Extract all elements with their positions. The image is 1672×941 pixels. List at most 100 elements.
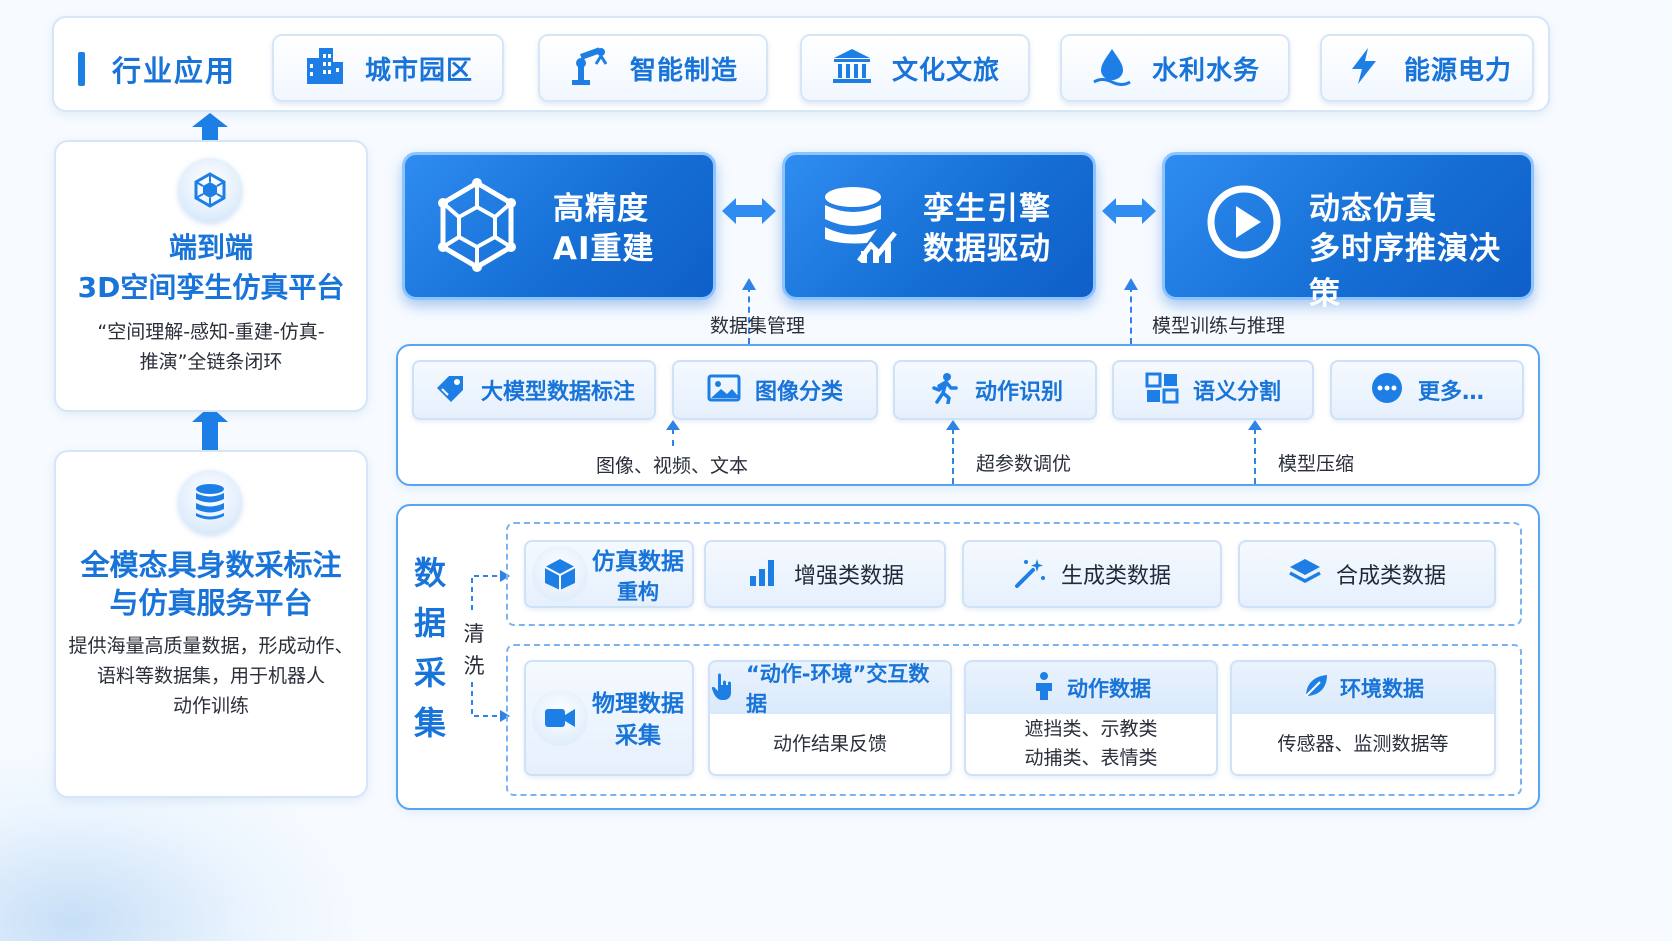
industry-title: 行业应用 [112, 54, 237, 88]
phys-item-body-line2: 动捕类、表情类 [1024, 747, 1158, 769]
tool-semantic-segmentation[interactable]: 语义分割 [1112, 360, 1314, 420]
tool-data-annotation[interactable]: 大模型数据标注 [412, 360, 656, 420]
phys-item-interaction[interactable]: “动作-环境”交互数据 动作结果反馈 [708, 660, 952, 776]
tool-label: 动作识别 [974, 380, 1063, 405]
magic-wand-icon [1013, 556, 1047, 592]
tool-image-classification[interactable]: 图像分类 [672, 360, 878, 420]
museum-icon [830, 46, 874, 90]
tool-label: 更多… [1417, 380, 1484, 405]
small-up-arrow-icon [946, 420, 960, 430]
layers-icon [1288, 556, 1322, 592]
running-person-icon [927, 372, 961, 408]
small-up-arrow-icon [1124, 278, 1138, 290]
cube-wireframe-icon [435, 177, 519, 277]
left-top-title-line1: 端到端 [168, 231, 253, 264]
industry-label: 能源电力 [1403, 55, 1512, 86]
left-bottom-title-line1: 全模态具身数采标注 [80, 548, 342, 582]
big-card-twin-engine[interactable]: 孪生引擎 数据驱动 [782, 152, 1096, 300]
more-icon [1370, 372, 1404, 408]
industry-label: 水利水务 [1151, 55, 1260, 86]
connector-line [672, 428, 674, 446]
big-card-subtitle: 数据驱动 [923, 231, 1051, 267]
up-arrow-icon [192, 113, 228, 141]
industry-card-culture-tourism[interactable]: 文化文旅 [800, 34, 1030, 102]
note-image-video-text: 图像、视频、文本 [596, 455, 749, 477]
industry-label: 智能制造 [629, 55, 738, 86]
phys-collect-label-line1: 物理数据 [592, 691, 684, 717]
leaf-icon [1302, 672, 1330, 704]
industry-card-water[interactable]: 水利水务 [1060, 34, 1290, 102]
note-model-compression: 模型压缩 [1278, 453, 1355, 475]
person-icon [1031, 671, 1057, 705]
tool-label: 语义分割 [1192, 380, 1281, 405]
phys-item-environment[interactable]: 环境数据 传感器、监测数据等 [1230, 660, 1496, 776]
industry-card-smart-manufacturing[interactable]: 智能制造 [538, 34, 768, 102]
phys-collect-card[interactable] [524, 660, 694, 776]
tool-action-recognition[interactable]: 动作识别 [893, 360, 1097, 420]
connector-line [748, 286, 750, 344]
phys-item-head: 环境数据 [1340, 677, 1424, 701]
sim-recon-label-line2: 重构 [617, 580, 659, 604]
left-bottom-desc-line2: 语料等数据集，用于机器人 [96, 665, 325, 687]
big-card-title: 孪生引擎 [923, 191, 1051, 227]
box-3d-icon [532, 546, 588, 602]
physical-data-group [506, 644, 1522, 796]
segment-icon [1145, 372, 1179, 408]
sim-recon-card[interactable] [524, 540, 694, 608]
lightning-icon [1342, 46, 1386, 90]
database-chart-icon [821, 185, 899, 269]
tag-icon [433, 372, 467, 408]
robot-arm-icon [568, 46, 612, 90]
big-card-ai-reconstruction[interactable]: 高精度 AI重建 [402, 152, 716, 300]
water-drop-icon [1090, 46, 1134, 90]
small-up-arrow-icon [666, 420, 680, 430]
left-top-desc-line1: “空间理解-感知-重建-仿真- [97, 321, 325, 343]
phys-item-body-line1: 传感器、监测数据等 [1277, 732, 1449, 755]
industry-card-city-park[interactable]: 城市园区 [272, 34, 504, 102]
connector-line [1130, 286, 1132, 344]
phys-item-action[interactable]: 动作数据 遮挡类、示教类 动捕类、表情类 [964, 660, 1218, 776]
big-card-title: 高精度 [553, 191, 649, 227]
note-model-training: 模型训练与推理 [1152, 315, 1286, 337]
industry-label: 城市园区 [364, 55, 473, 86]
phys-item-body-line1: 动作结果反馈 [772, 732, 887, 755]
wash-label: 清洗 [463, 622, 485, 678]
big-card-dynamic-simulation[interactable]: 动态仿真 多时序推演决策 [1162, 152, 1534, 312]
big-card-title: 动态仿真 [1309, 191, 1437, 227]
play-circle-icon [1205, 183, 1283, 265]
phys-item-head: 动作数据 [1067, 677, 1151, 701]
phys-item-head: “动作-环境”交互数据 [746, 662, 930, 716]
simulation-data-group [506, 522, 1522, 626]
data-collection-title: 数据采集 [413, 554, 446, 742]
video-camera-icon [532, 690, 588, 746]
left-bottom-title-line2: 与仿真服务平台 [109, 586, 313, 620]
sim-item-synthetic[interactable]: 合成类数据 [1238, 540, 1496, 608]
double-arrow-icon [1102, 198, 1156, 224]
industry-title-bar [78, 52, 85, 86]
building-icon [303, 46, 347, 90]
left-top-desc-line2: 推演”全链条闭环 [139, 351, 283, 373]
double-arrow-icon [722, 198, 776, 224]
bar-chart-icon [746, 556, 780, 592]
tool-label: 图像分类 [754, 380, 843, 405]
sim-item-augmented[interactable]: 增强类数据 [704, 540, 946, 608]
industry-card-energy[interactable]: 能源电力 [1320, 34, 1534, 102]
small-up-arrow-icon [742, 278, 756, 290]
connector-line [952, 428, 954, 484]
cube-network-icon [178, 158, 242, 222]
left-top-title-line2: 3D空间孪生仿真平台 [77, 271, 345, 304]
database-icon [178, 470, 242, 534]
sim-item-generated[interactable]: 生成类数据 [962, 540, 1222, 608]
bracket-arrows [471, 570, 510, 722]
sim-item-label: 合成类数据 [1335, 564, 1446, 589]
industry-label: 文化文旅 [891, 55, 1000, 86]
note-hyperparameter-tuning: 超参数调优 [976, 453, 1072, 475]
tool-more[interactable]: 更多… [1330, 360, 1524, 420]
connector-line [1254, 428, 1256, 484]
left-bottom-desc-line1: 提供海量高质量数据，形成动作、 [68, 635, 354, 657]
tool-label: 大模型数据标注 [480, 380, 635, 405]
image-icon [707, 372, 741, 408]
big-card-subtitle: AI重建 [553, 231, 655, 267]
small-up-arrow-icon [1248, 420, 1262, 430]
note-dataset-management: 数据集管理 [710, 315, 806, 337]
